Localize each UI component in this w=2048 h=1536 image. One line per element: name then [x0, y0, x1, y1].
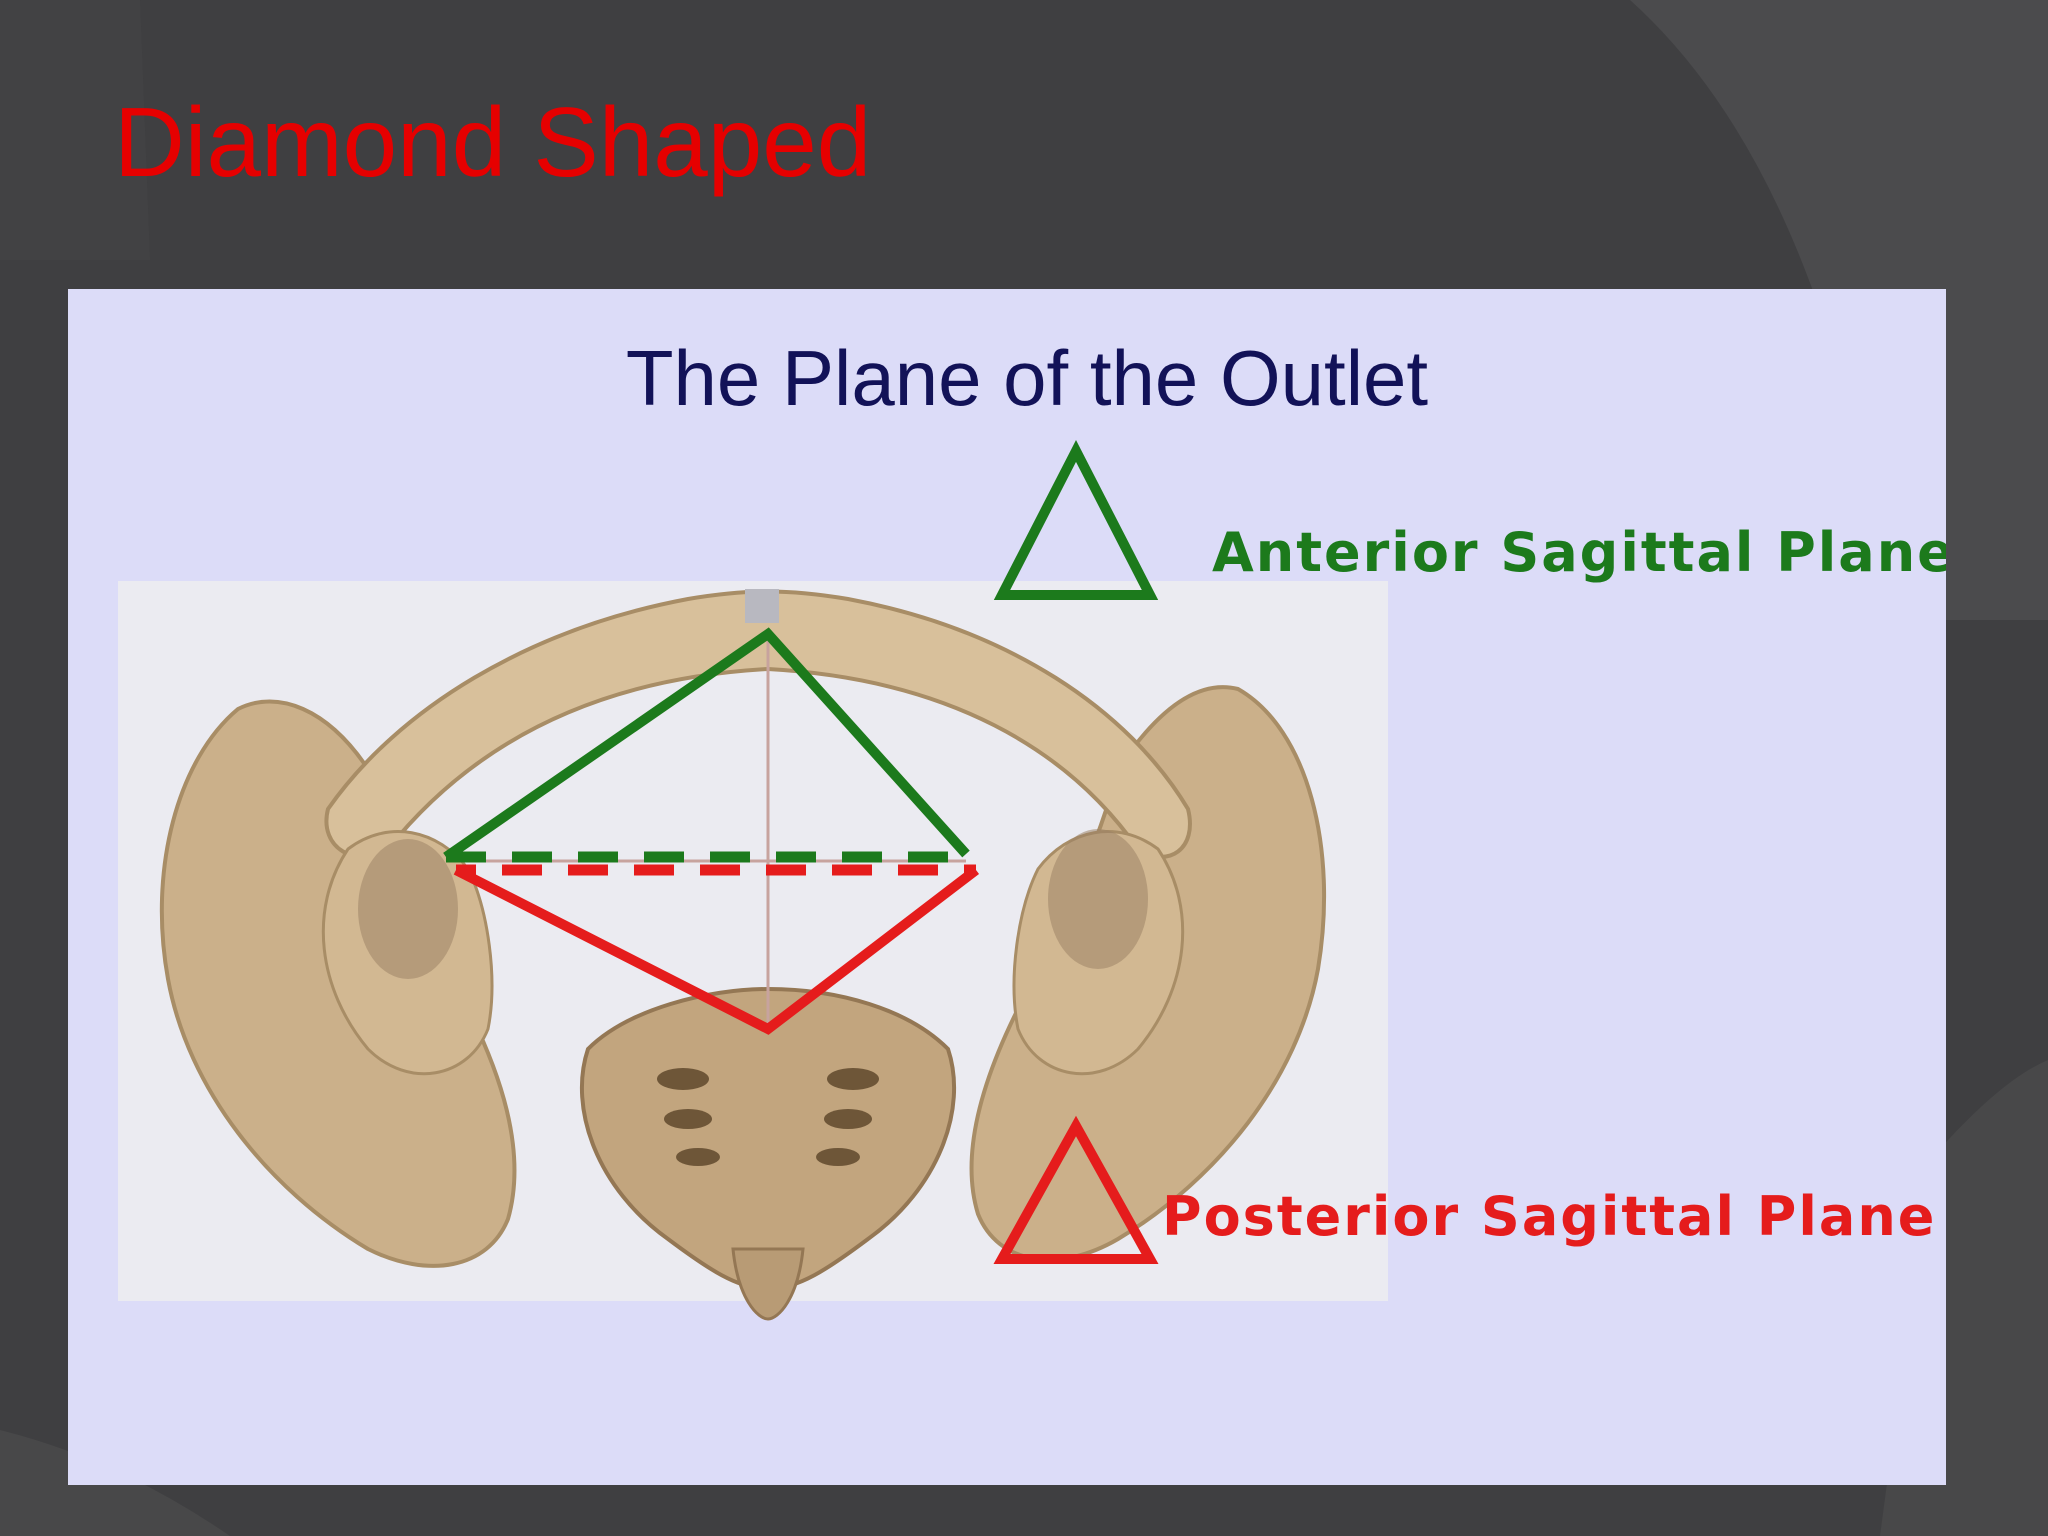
posterior-triangle-lines: [453, 865, 980, 1035]
right-obturator-foramen: [1048, 829, 1148, 969]
pubic-symphysis: [745, 589, 779, 623]
slide-title: Diamond Shaped: [114, 87, 872, 197]
diagram-title: The Plane of the Outlet: [625, 334, 1429, 422]
pelvis-outlet-illustration: [118, 440, 1388, 1321]
posterior-sagittal-plane-label: Posterior Sagittal Plane: [1162, 1185, 1937, 1248]
anterior-triangle-lines: [443, 627, 970, 862]
diagram-panel: The Plane of the Outlet: [68, 289, 1946, 1485]
left-obturator-foramen: [358, 839, 458, 979]
coccyx-bone: [731, 1247, 805, 1321]
anterior-sagittal-plane-label: Anterior Sagittal Plane: [1212, 521, 1946, 584]
pubic-arch-bone: [324, 589, 1192, 859]
triangle-outline-icon: [993, 1115, 1159, 1264]
triangle-outline-icon: [993, 440, 1159, 600]
sacral-foramina: [657, 1068, 879, 1166]
